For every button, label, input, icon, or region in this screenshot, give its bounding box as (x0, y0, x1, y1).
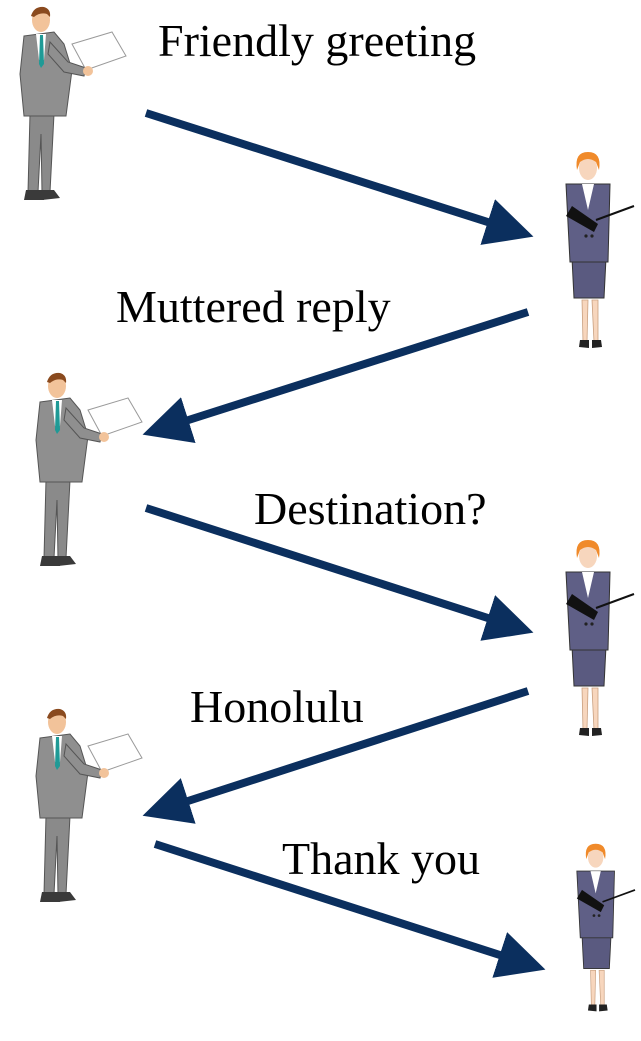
message-label-1: Friendly greeting (158, 15, 477, 66)
message-arrow-5 (153, 840, 546, 978)
message-label-4: Honolulu (190, 681, 364, 732)
businesswoman-icon (575, 842, 636, 1013)
businessman-icon (35, 708, 143, 903)
message-label-3: Destination? (254, 483, 487, 534)
message-arrow-2 (142, 308, 530, 443)
message-label-2: Muttered reply (116, 281, 391, 332)
businessman-icon (19, 6, 127, 201)
businesswoman-icon (565, 151, 635, 349)
message-arrow-4 (142, 687, 530, 824)
message-label-5: Thank you (282, 833, 481, 884)
message-arrow-1 (144, 109, 534, 245)
businesswoman-icon (565, 539, 635, 737)
message-arrow-3 (144, 504, 534, 641)
businessman-icon (35, 372, 143, 567)
